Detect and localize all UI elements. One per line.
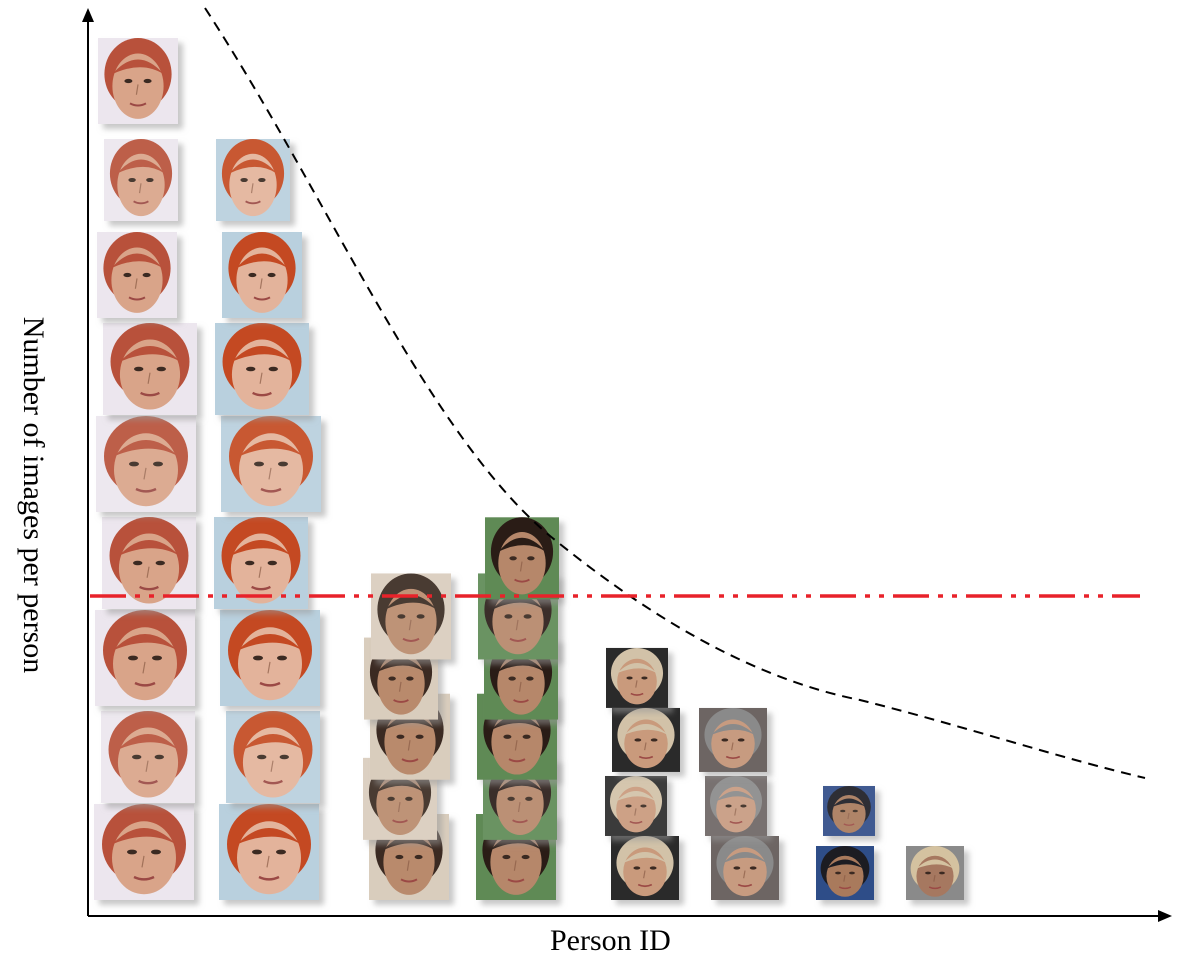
face-photo [222,232,302,318]
face-photo [216,139,290,221]
face-photo-grid [94,38,964,900]
face-photo [485,517,559,600]
face-photo [711,836,779,900]
face-photo [371,573,451,660]
face-photo [94,804,194,900]
x-axis-arrowhead [1158,910,1172,922]
face-photo [606,647,668,708]
face-photo [97,232,177,318]
face-photo [823,785,875,836]
face-photo [215,323,309,415]
face-photo [699,707,767,772]
face-photo [219,804,319,900]
face-photo [96,416,196,512]
long-tail-trend-curve [204,7,1146,779]
face-photo [101,711,195,803]
face-photo [226,711,320,803]
face-photo [816,846,874,900]
axes [82,8,1172,922]
y-axis-title: Number of images per person [17,316,50,674]
face-photo [612,707,680,772]
face-photo [221,416,321,512]
face-photo [98,38,178,124]
face-photo [220,610,320,706]
y-axis-arrowhead [82,8,94,22]
x-axis-title: Person ID [550,924,671,957]
face-photo [906,846,964,900]
face-photo [95,610,195,706]
face-photo [705,775,767,836]
face-photo [611,836,679,900]
face-photo [214,517,308,609]
face-photo [103,323,197,415]
face-photo [102,517,196,609]
face-photo [104,139,178,221]
face-photo [605,775,667,836]
